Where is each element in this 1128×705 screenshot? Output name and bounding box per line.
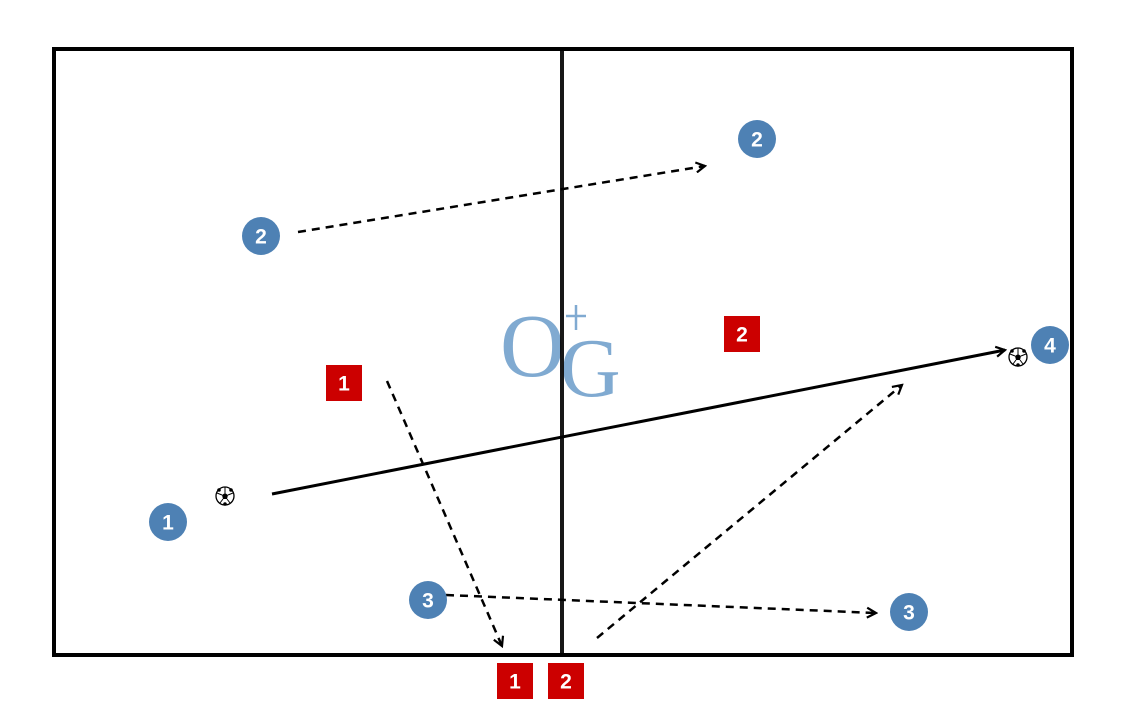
defender-player: 1 <box>497 663 533 699</box>
soccer-ball-icon <box>1008 347 1028 368</box>
run-arrow <box>385 380 502 646</box>
logo: O G <box>500 297 621 415</box>
svg-text:G: G <box>560 322 621 415</box>
svg-text:4: 4 <box>1044 335 1056 358</box>
attacker-player: 2 <box>242 217 280 255</box>
svg-text:2: 2 <box>736 324 748 347</box>
run-arrow <box>445 593 876 613</box>
attacker-player: 3 <box>890 593 928 631</box>
svg-text:2: 2 <box>751 129 763 152</box>
soccer-ball-icon <box>215 486 235 507</box>
attacker-player: 1 <box>149 503 187 541</box>
svg-text:2: 2 <box>255 226 267 249</box>
run-arrow <box>297 166 705 234</box>
pass-arrow <box>271 350 1005 496</box>
attacker-player: 2 <box>738 120 776 158</box>
svg-text:2: 2 <box>560 671 572 694</box>
run-arrow <box>596 385 902 639</box>
svg-text:1: 1 <box>509 671 521 694</box>
attacker-player: 4 <box>1031 326 1069 364</box>
svg-text:1: 1 <box>338 373 350 396</box>
svg-text:O: O <box>500 297 565 396</box>
attacker-player: 3 <box>409 581 447 619</box>
defender-player: 1 <box>326 365 362 401</box>
svg-text:1: 1 <box>162 512 174 535</box>
svg-text:3: 3 <box>903 602 915 625</box>
svg-text:3: 3 <box>422 590 434 613</box>
defender-player: 2 <box>724 316 760 352</box>
defender-player: 2 <box>548 663 584 699</box>
